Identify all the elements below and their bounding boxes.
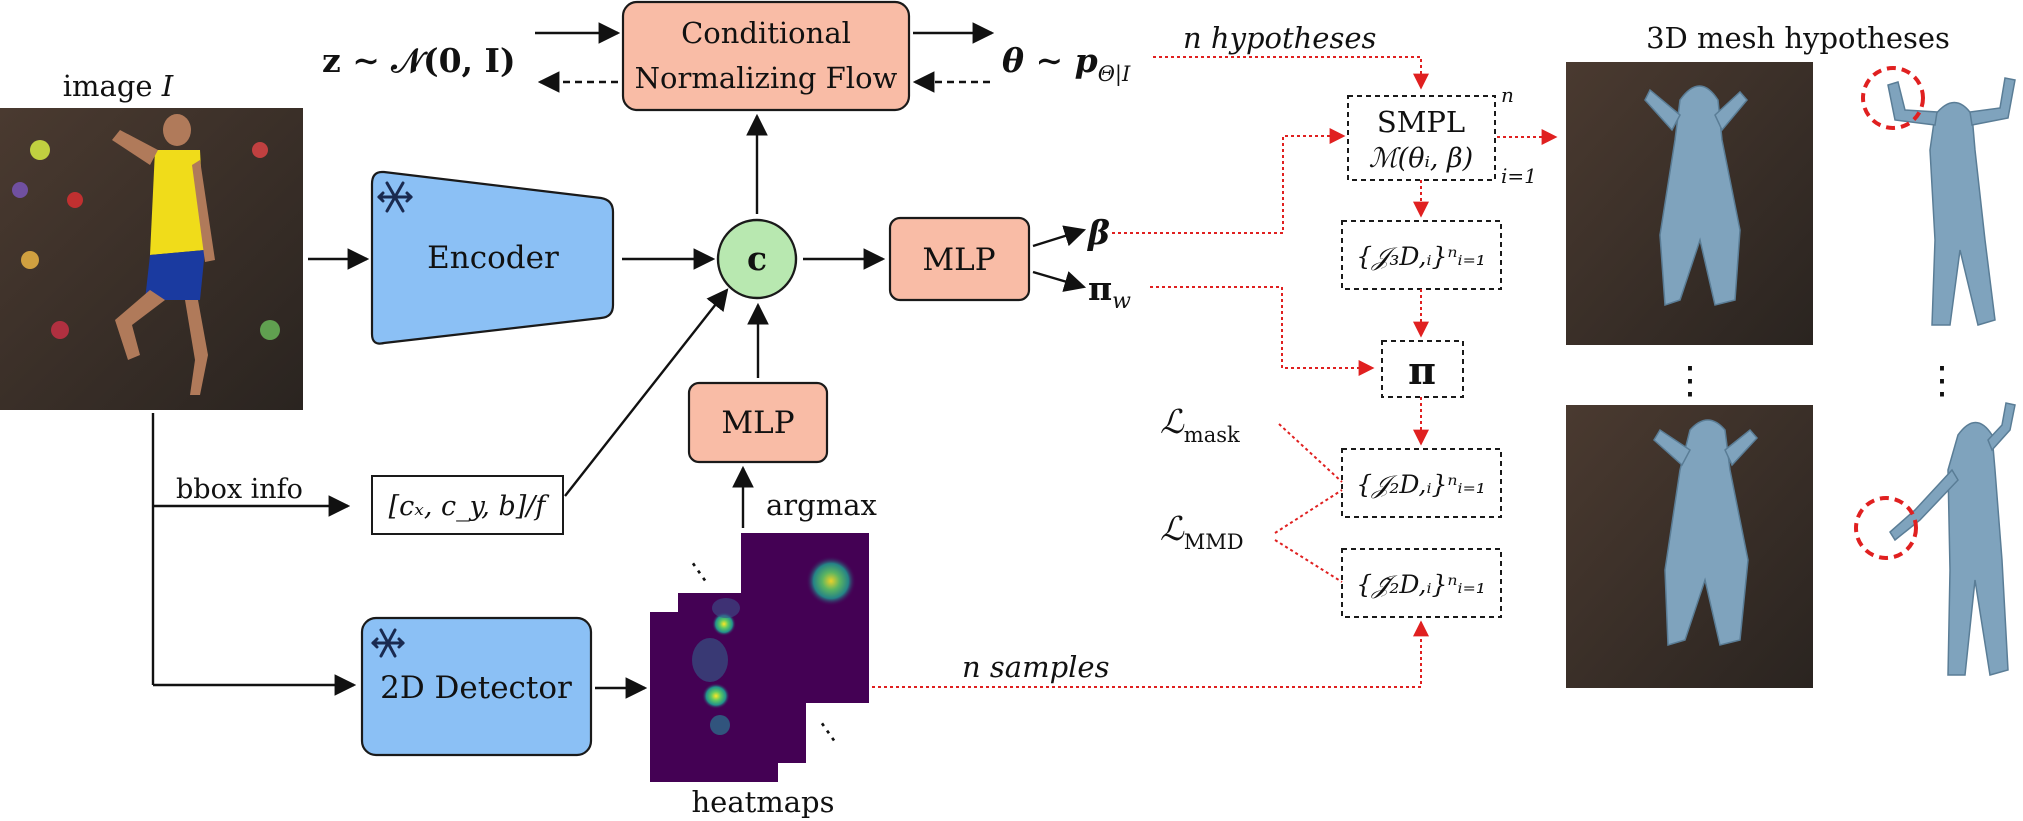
pi-label: π <box>1408 348 1436 393</box>
noise-label: z ∼ 𝒩(0, I) <box>322 41 516 80</box>
input-image <box>0 108 303 410</box>
line-nhyp-to-smpl <box>1153 56 1429 90</box>
line-lmmd-to-j2d-tilde <box>1274 539 1343 583</box>
line-lmmd-to-j2d <box>1274 489 1343 534</box>
heatmap-dots-top: ⋮ <box>680 552 719 591</box>
argmax-label: argmax <box>766 488 877 522</box>
mlp-keypoint-label: MLP <box>721 405 794 441</box>
detector-box <box>360 616 593 757</box>
encoder-box <box>370 170 615 345</box>
highlight-circle-1 <box>1861 66 1925 130</box>
line-lmask-to-j2d <box>1278 423 1343 483</box>
snowflake-icon <box>377 181 413 213</box>
smpl-label-line1: SMPL <box>1377 105 1465 139</box>
mesh-vdots-2: ⋮ <box>1923 358 1961 402</box>
context-label: c <box>747 239 767 278</box>
bbox-formula-box <box>371 475 564 535</box>
heatmap-stack <box>650 533 869 782</box>
detector-label: 2D Detector <box>380 670 572 706</box>
pi-box <box>1381 340 1464 398</box>
smpl-box <box>1347 95 1496 181</box>
j2d-box <box>1341 448 1502 518</box>
smpl-sup: n <box>1501 83 1514 107</box>
j2d-label: {𝒥₂D,ᵢ}ⁿᵢ₌₁ <box>1356 470 1486 499</box>
bbox-info-label: bbox info <box>176 474 303 505</box>
cnf-box <box>621 0 911 112</box>
cnf-label-line1: Conditional <box>681 16 851 50</box>
mesh-overlay-1 <box>1566 62 1813 345</box>
snowflake-icon <box>371 628 405 658</box>
smpl-label-line2: ℳ(θᵢ, β) <box>1369 143 1473 174</box>
line-samples-to-j2d-tilde <box>872 620 1429 688</box>
mesh-side-1 <box>1887 77 2016 326</box>
smpl-sub: i=1 <box>1501 164 1537 188</box>
arrow-mlp-to-beta <box>1032 225 1087 248</box>
loss-mmd-label: ℒMMD <box>1160 509 1244 554</box>
theta-label: θ ∼ pΘ|I <box>1002 41 1131 87</box>
heatmaps-label: heatmaps <box>691 785 834 819</box>
image-label: image I <box>63 69 174 103</box>
beta-label: β <box>1086 213 1110 252</box>
encoder-label: Encoder <box>427 240 559 276</box>
heatmap-dots-bottom: ⋮ <box>809 712 848 751</box>
cnf-label-line2: Normalizing Flow <box>635 61 898 95</box>
arrow-bbox-to-c <box>564 288 729 497</box>
highlight-circle-2 <box>1854 496 1918 560</box>
mesh-side-2 <box>1889 402 2016 676</box>
mesh-vdots-1: ⋮ <box>1671 358 1709 402</box>
n-samples-label: n samples <box>962 650 1109 684</box>
loss-mask-label: ℒmask <box>1160 402 1240 447</box>
n-hypotheses-label: n hypotheses <box>1183 21 1376 55</box>
mesh-overlay-2 <box>1566 405 1813 688</box>
j2d-tilde-box <box>1341 548 1502 618</box>
bbox-formula-label: [cₓ, c_y, b]/f <box>389 491 550 522</box>
context-node <box>716 218 798 300</box>
mesh-hypotheses-title: 3D mesh hypotheses <box>1646 21 1950 55</box>
line-beta-to-smpl <box>1112 128 1346 234</box>
line-piw-to-pi <box>1150 286 1375 376</box>
mlp-shape-label: MLP <box>922 242 995 278</box>
mlp-keypoint-box <box>687 381 829 464</box>
piw-label: πw <box>1088 269 1131 314</box>
j2d-tilde-label: {𝒥̃₂D,ᵢ}ⁿᵢ₌₁ <box>1356 570 1486 599</box>
arrow-mlp-to-piw <box>1032 270 1087 292</box>
mlp-shape-box <box>888 216 1031 302</box>
j3d-label: {𝒥₃D,ᵢ}ⁿᵢ₌₁ <box>1356 242 1486 271</box>
